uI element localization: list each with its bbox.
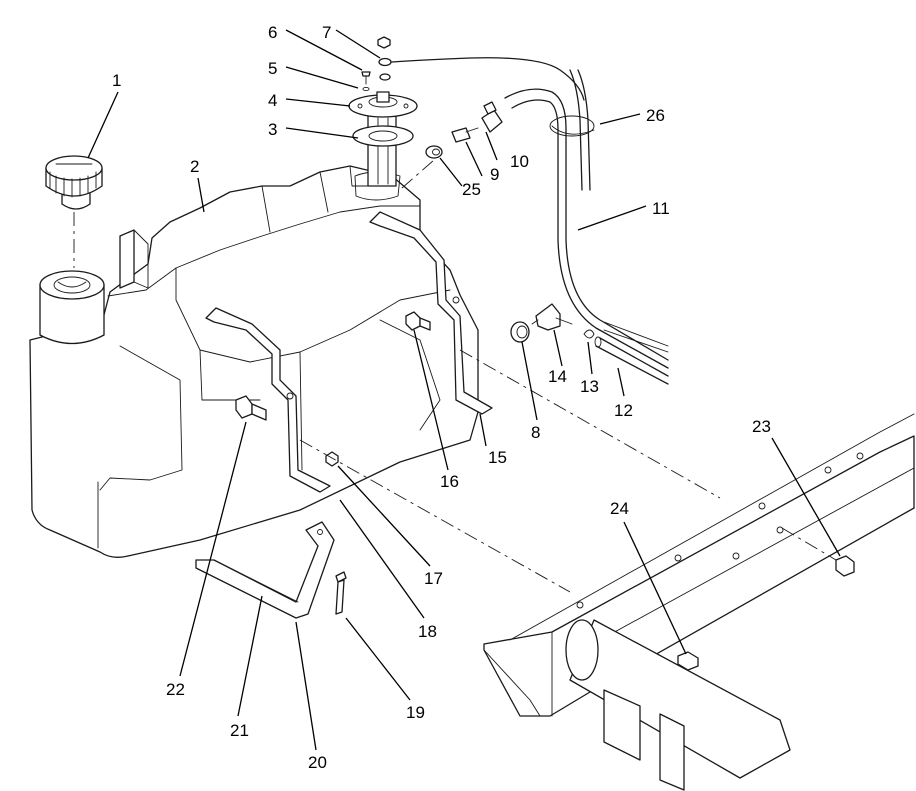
callout-19: 19 xyxy=(406,703,425,722)
callout-13: 13 xyxy=(580,377,599,396)
callout-22: 22 xyxy=(166,680,185,699)
fuel-cap xyxy=(45,155,103,210)
callout-12: 12 xyxy=(614,401,633,420)
callout-14: 14 xyxy=(548,367,567,386)
callout-5: 5 xyxy=(268,59,277,78)
fuel-sender xyxy=(348,36,418,187)
callout-23: 23 xyxy=(752,417,771,436)
callout-9: 9 xyxy=(490,165,499,184)
tank-cradle xyxy=(195,521,335,619)
tank-straps xyxy=(205,211,493,493)
callout-20: 20 xyxy=(308,753,327,772)
callout-25: 25 xyxy=(462,180,481,199)
callout-10: 10 xyxy=(510,152,529,171)
callout-26: 26 xyxy=(646,106,665,125)
fittings xyxy=(425,101,669,385)
callout-labels: 1 2 3 4 5 6 7 8 9 10 11 12 13 14 15 16 1… xyxy=(112,23,771,772)
callout-18: 18 xyxy=(418,622,437,641)
fuel-hose xyxy=(504,69,669,369)
callout-3: 3 xyxy=(268,120,277,139)
callout-17: 17 xyxy=(424,569,443,588)
callout-4: 4 xyxy=(268,91,277,110)
callout-8: 8 xyxy=(531,423,540,442)
leader-lines xyxy=(87,29,841,751)
callout-15: 15 xyxy=(488,448,507,467)
centerlines xyxy=(299,159,837,593)
callout-21: 21 xyxy=(230,721,249,740)
callout-1: 1 xyxy=(112,71,121,90)
fuel-tank xyxy=(29,165,479,558)
bolts xyxy=(235,311,431,615)
callout-11: 11 xyxy=(652,199,670,218)
callout-6: 6 xyxy=(268,23,277,42)
callout-24: 24 xyxy=(610,499,629,518)
callout-7: 7 xyxy=(322,23,331,42)
callout-2: 2 xyxy=(190,157,199,176)
callout-16: 16 xyxy=(440,472,459,491)
frame-rail xyxy=(483,413,915,791)
